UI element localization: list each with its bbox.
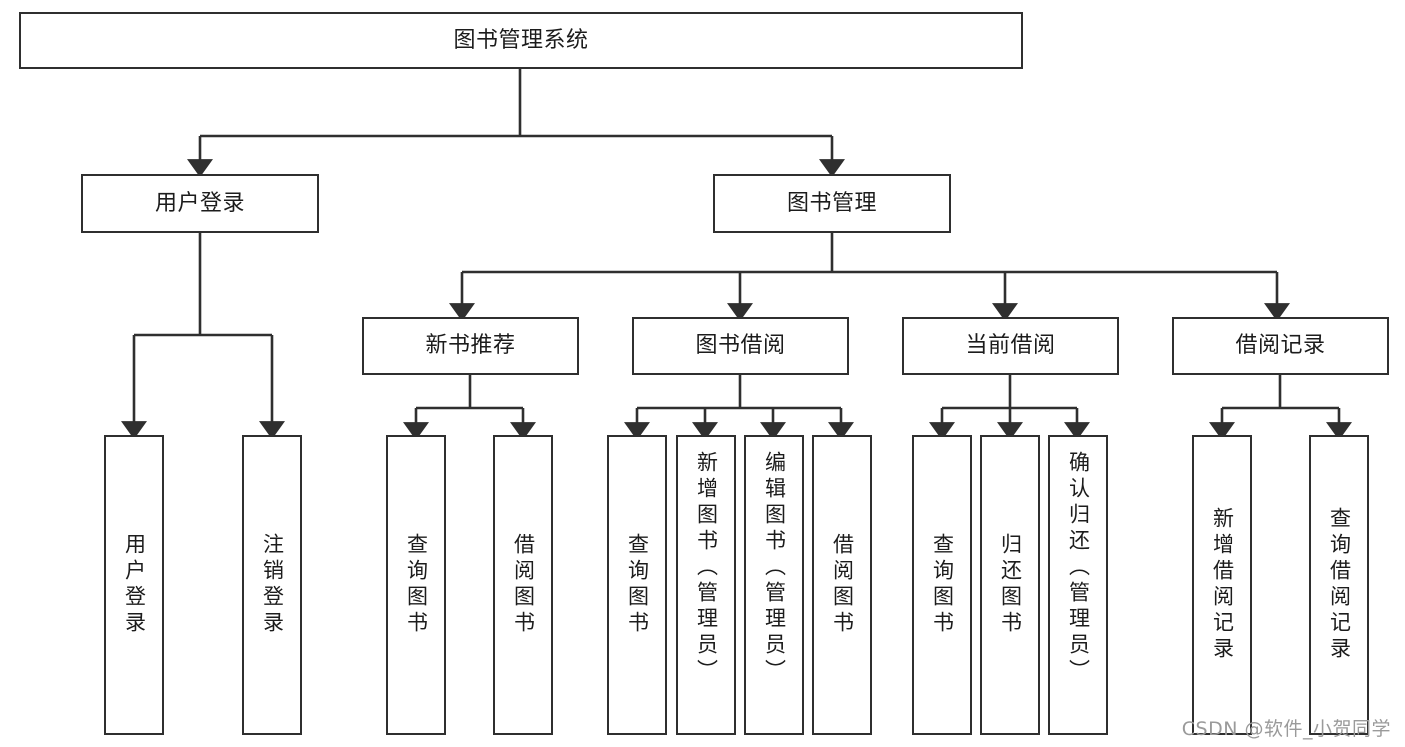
- leaf-label: 编辑图书（管理员）: [762, 451, 787, 685]
- node-label: 当前借阅: [965, 333, 1056, 359]
- leaf-new-book-query[interactable]: 查询图书: [386, 435, 446, 735]
- node-book-management[interactable]: 图书管理: [713, 174, 951, 233]
- leaf-label: 查询图书: [930, 533, 955, 637]
- leaf-label: 归还图书: [998, 533, 1023, 637]
- leaf-label: 查询图书: [404, 533, 429, 637]
- leaf-label: 新增借阅记录: [1210, 507, 1235, 663]
- leaf-borrow-edit-book-admin[interactable]: 编辑图书（管理员）: [744, 435, 804, 735]
- node-borrow-record[interactable]: 借阅记录: [1172, 317, 1389, 375]
- leaf-current-return-book[interactable]: 归还图书: [980, 435, 1040, 735]
- leaf-user-login-login[interactable]: 用户登录: [104, 435, 164, 735]
- leaf-label: 注销登录: [260, 533, 285, 637]
- leaf-borrow-add-book-admin[interactable]: 新增图书（管理员）: [676, 435, 736, 735]
- node-root-system[interactable]: 图书管理系统: [19, 12, 1023, 69]
- leaf-new-book-borrow[interactable]: 借阅图书: [493, 435, 553, 735]
- node-current-borrow[interactable]: 当前借阅: [902, 317, 1119, 375]
- leaf-borrow-borrow-book[interactable]: 借阅图书: [812, 435, 872, 735]
- node-user-login[interactable]: 用户登录: [81, 174, 319, 233]
- leaf-label: 借阅图书: [830, 533, 855, 637]
- node-label: 借阅记录: [1235, 333, 1326, 359]
- leaf-record-add[interactable]: 新增借阅记录: [1192, 435, 1252, 735]
- leaf-label: 查询借阅记录: [1327, 507, 1352, 663]
- leaf-user-login-logout[interactable]: 注销登录: [242, 435, 302, 735]
- node-new-book-recommend[interactable]: 新书推荐: [362, 317, 579, 375]
- node-label: 图书借阅: [695, 333, 786, 359]
- node-book-borrow[interactable]: 图书借阅: [632, 317, 849, 375]
- node-label: 图书管理系统: [453, 27, 589, 53]
- leaf-label: 借阅图书: [511, 533, 536, 637]
- leaf-label: 新增图书（管理员）: [694, 451, 719, 685]
- leaf-label: 确认归还（管理员）: [1066, 451, 1091, 685]
- node-label: 图书管理: [786, 190, 877, 216]
- leaf-current-query-book[interactable]: 查询图书: [912, 435, 972, 735]
- leaf-borrow-query-book[interactable]: 查询图书: [607, 435, 667, 735]
- leaf-label: 查询图书: [625, 533, 650, 637]
- leaf-current-confirm-return-admin[interactable]: 确认归还（管理员）: [1048, 435, 1108, 735]
- leaf-label: 用户登录: [122, 533, 147, 637]
- node-label: 用户登录: [154, 190, 245, 216]
- node-label: 新书推荐: [425, 333, 516, 359]
- leaf-record-query[interactable]: 查询借阅记录: [1309, 435, 1369, 735]
- csdn-watermark: CSDN @软件_小贺同学: [1181, 718, 1391, 740]
